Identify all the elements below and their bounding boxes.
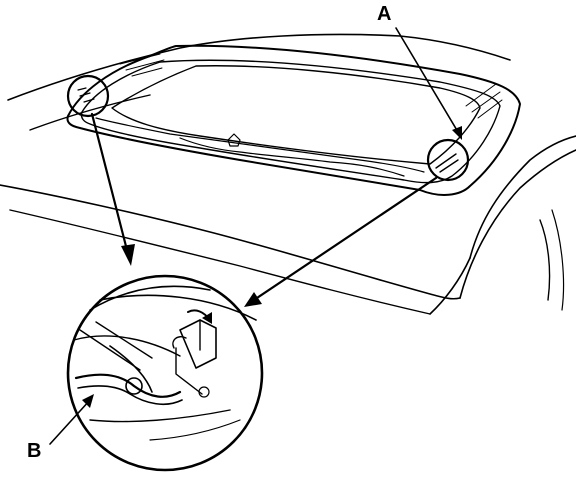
sunroof-glass-panel: [95, 53, 503, 177]
detail-circle-left: [66, 74, 110, 118]
callout-label-b: B: [27, 440, 42, 462]
callout-b-leader: [49, 394, 94, 445]
detail-circle-right: [426, 138, 470, 182]
callout-label-a: A: [377, 3, 392, 25]
detail-arrow-left: [90, 112, 135, 266]
sunroof-opening-frame: [66, 44, 521, 196]
callout-a-leader: [395, 27, 462, 140]
vehicle-roof-outline: [0, 33, 576, 315]
detail-arrow-right: [244, 176, 438, 307]
magnified-detail-view: [66, 274, 264, 472]
